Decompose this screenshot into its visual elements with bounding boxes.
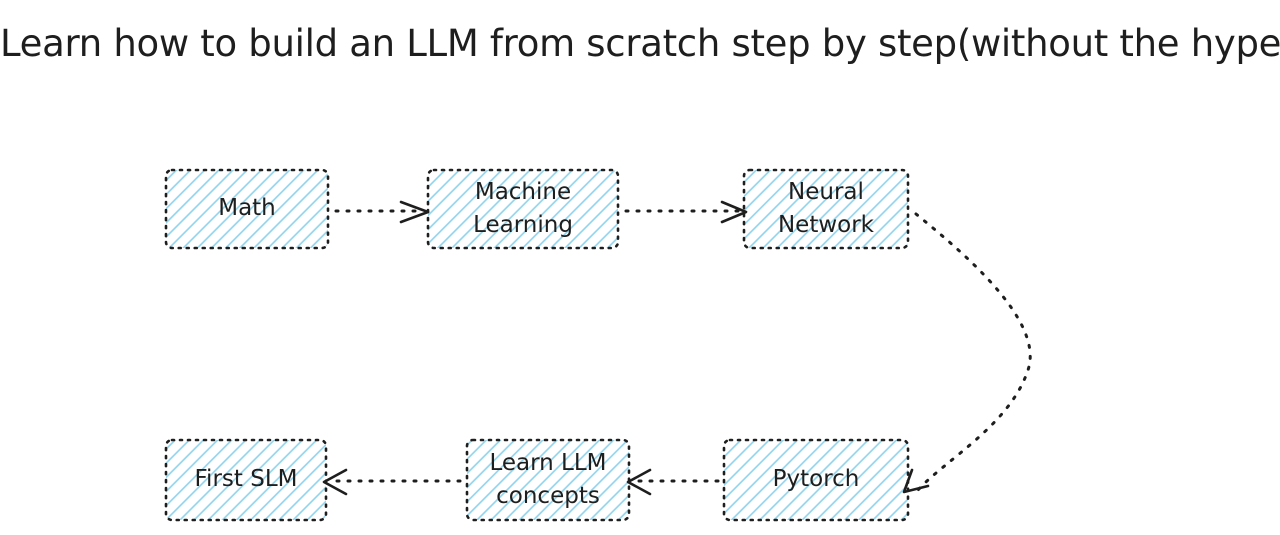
node-learn-llm-concepts[interactable]: Learn LLM concepts (467, 440, 629, 520)
node-math-label: Math (218, 195, 276, 222)
node-first-slm[interactable]: First SLM (166, 440, 326, 520)
node-machine-learning[interactable]: Machine Learning (428, 170, 618, 248)
node-math[interactable]: Math (166, 170, 328, 248)
node-pytorch[interactable]: Pytorch (724, 440, 908, 520)
arrowhead-pytorch (902, 468, 930, 494)
arrowhead-llm (626, 468, 652, 496)
node-box-machine-learning[interactable] (426, 168, 620, 250)
edge-nn-to-pytorch (914, 212, 1032, 492)
node-learn-llm-concepts-label: Learn LLM concepts (489, 449, 607, 509)
arrowhead-nn (720, 200, 748, 224)
node-box-neural-network[interactable] (742, 168, 910, 250)
diagram-title: Learn how to build an LLM from scratch s… (0, 22, 1280, 65)
node-neural-network-label: Neural Network (777, 178, 875, 238)
arrowhead-slm (322, 468, 348, 496)
node-machine-learning-label: Machine Learning (473, 178, 573, 238)
arrowhead-ml (399, 200, 430, 224)
node-neural-network[interactable]: Neural Network (744, 170, 908, 248)
node-pytorch-label: Pytorch (772, 466, 860, 493)
node-box-math[interactable] (164, 168, 330, 250)
node-first-slm-label: First SLM (194, 466, 298, 493)
